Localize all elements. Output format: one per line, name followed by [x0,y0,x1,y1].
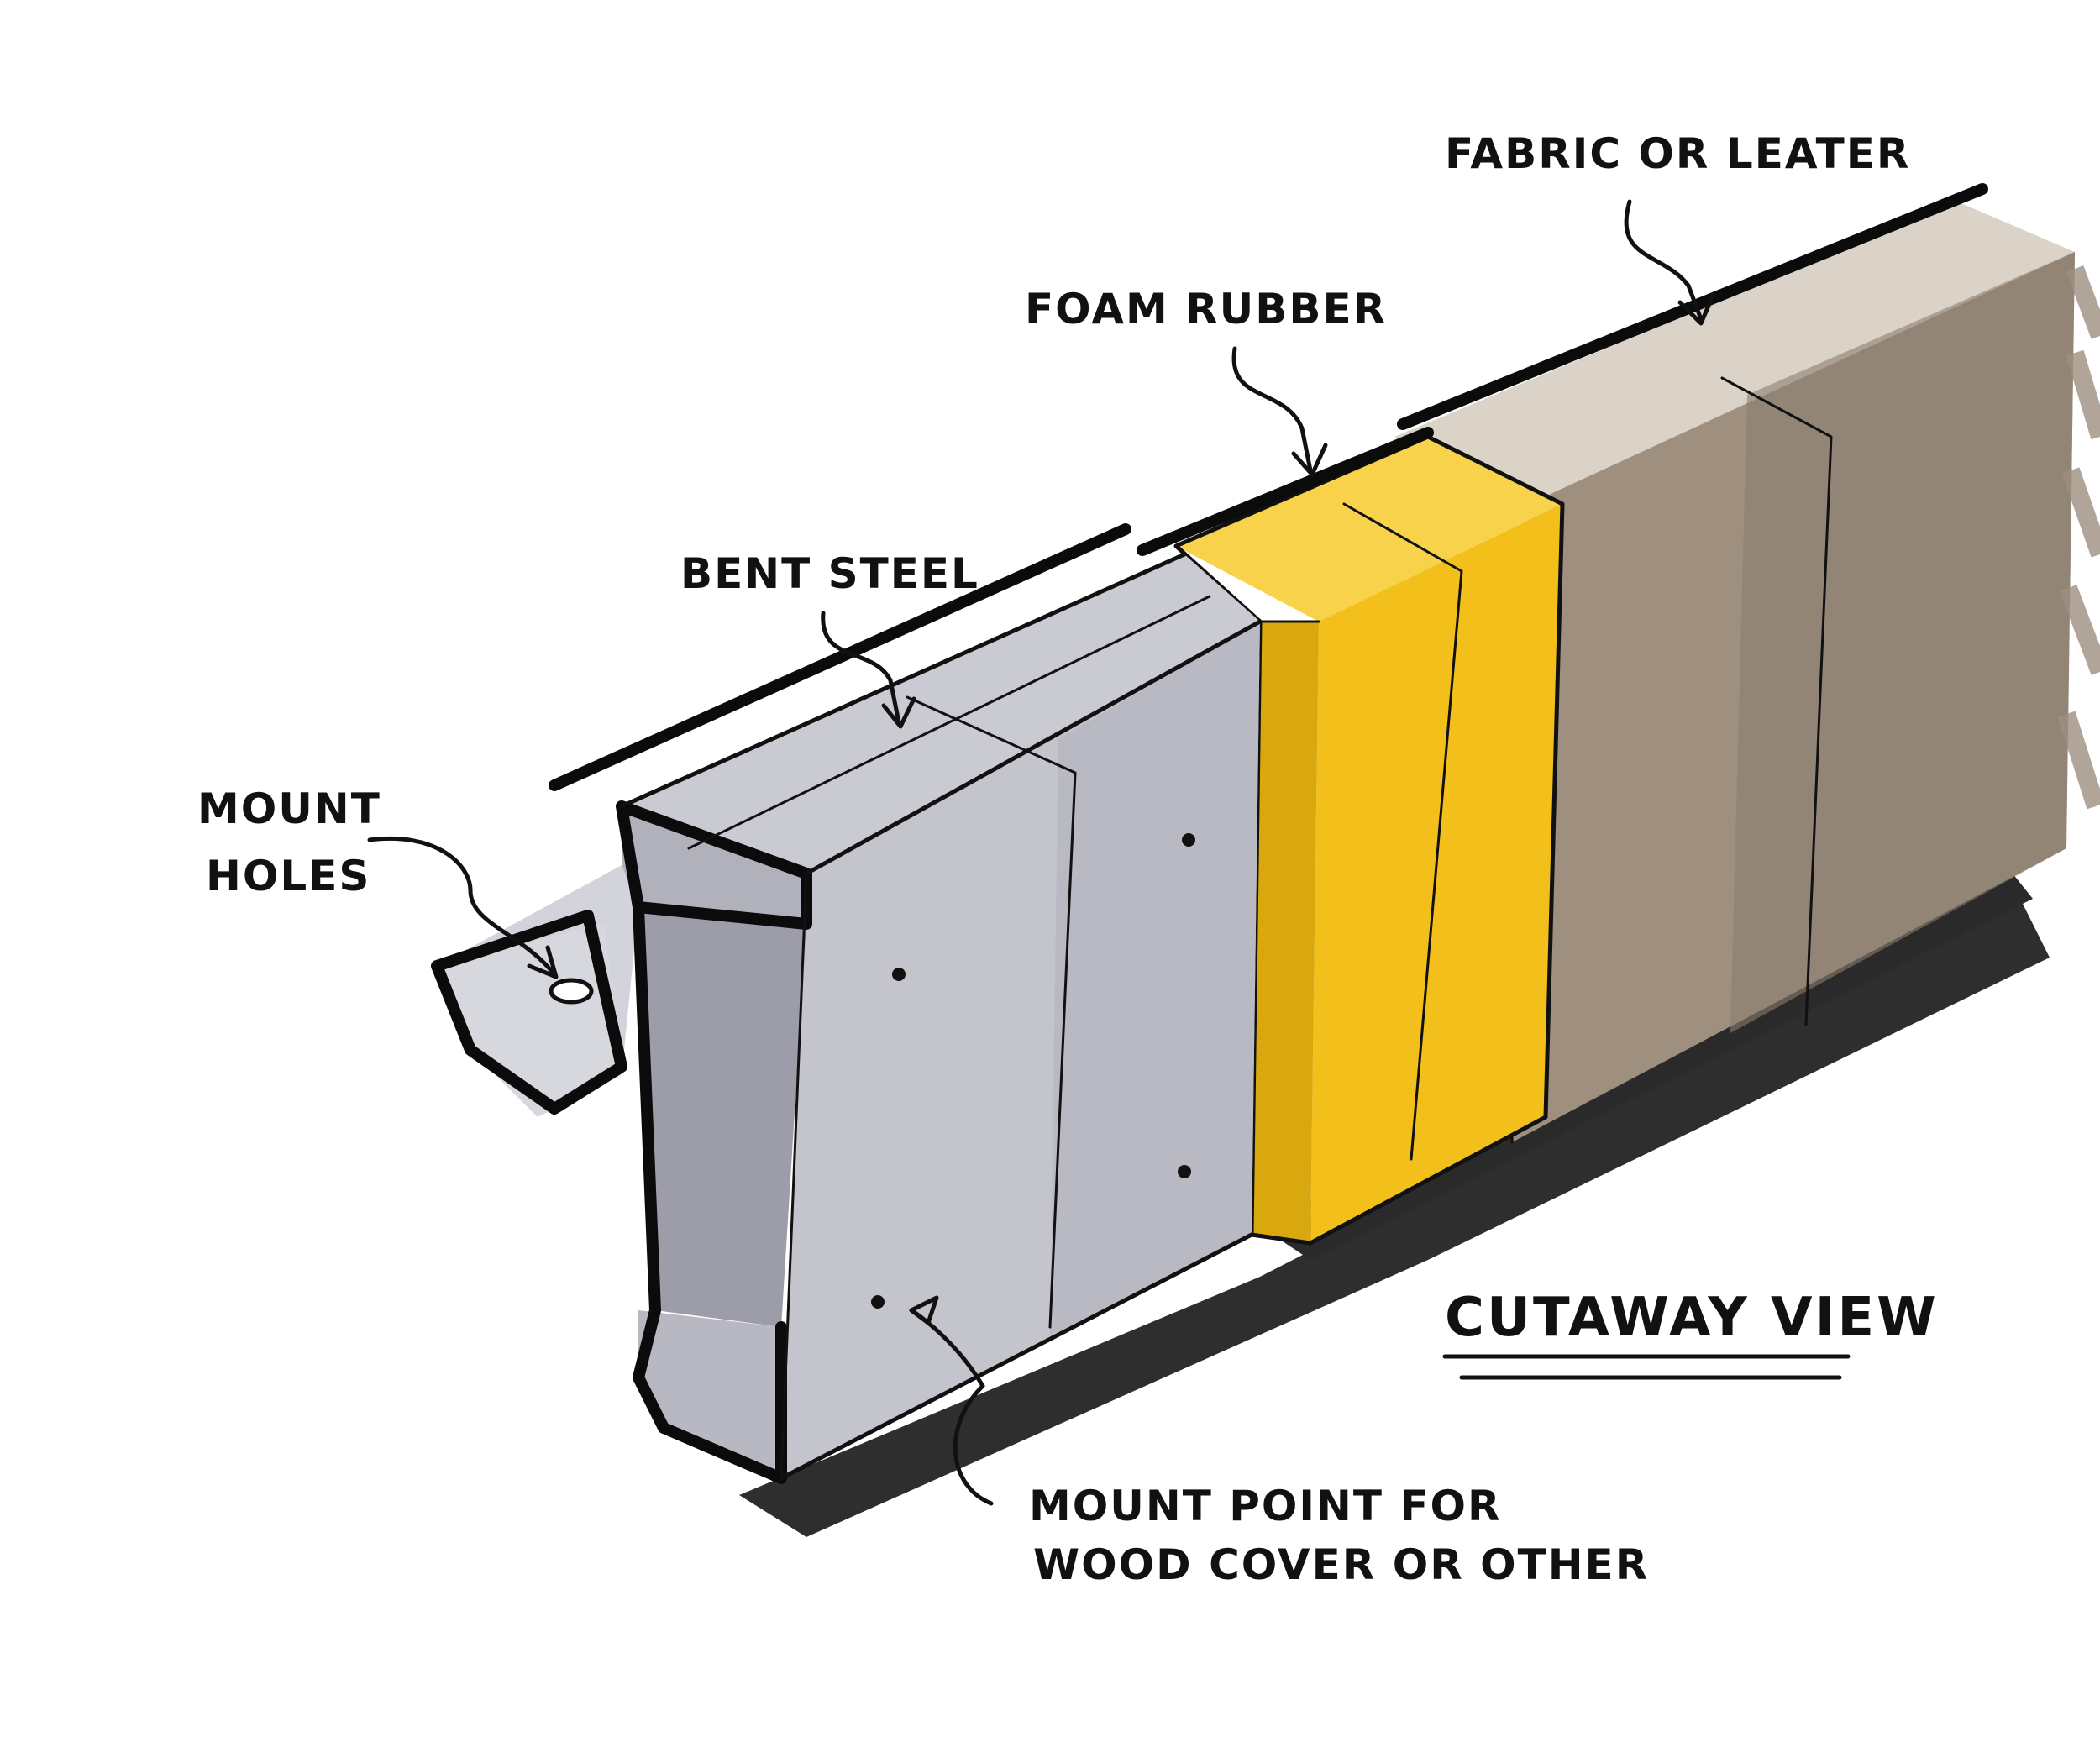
bent-steel-channel [431,523,1263,1484]
flange-hole [549,978,594,1005]
label-mount-holes-line1: MOUNT [197,784,381,833]
leader-arrows [367,199,1716,1506]
face-hole-2 [1182,833,1195,847]
face-hole-3 [1178,1165,1191,1178]
foam-rubber-layer [1137,427,1565,1246]
label-bent-steel: BENT STEEL [680,549,979,598]
view-title-block: CUTAWAY VIEW [1442,1287,1939,1380]
label-fabric: FABRIC OR LEATER [1445,129,1910,178]
label-mount-point-line1: MOUNT POINT FOR [1029,1482,1502,1530]
face-hole-4 [871,1295,885,1309]
fabric-cover-layer [1394,183,2100,1144]
face-hole-1 [892,968,906,981]
label-mount-point-line2: WOOD COVER OR OTHER [1033,1540,1649,1589]
view-title: CUTAWAY VIEW [1445,1287,1939,1349]
mount-hole-markers [549,833,1195,1309]
label-foam-rubber: FOAM RUBBER [1025,285,1387,333]
label-mount-holes-line2: HOLES [206,852,370,900]
